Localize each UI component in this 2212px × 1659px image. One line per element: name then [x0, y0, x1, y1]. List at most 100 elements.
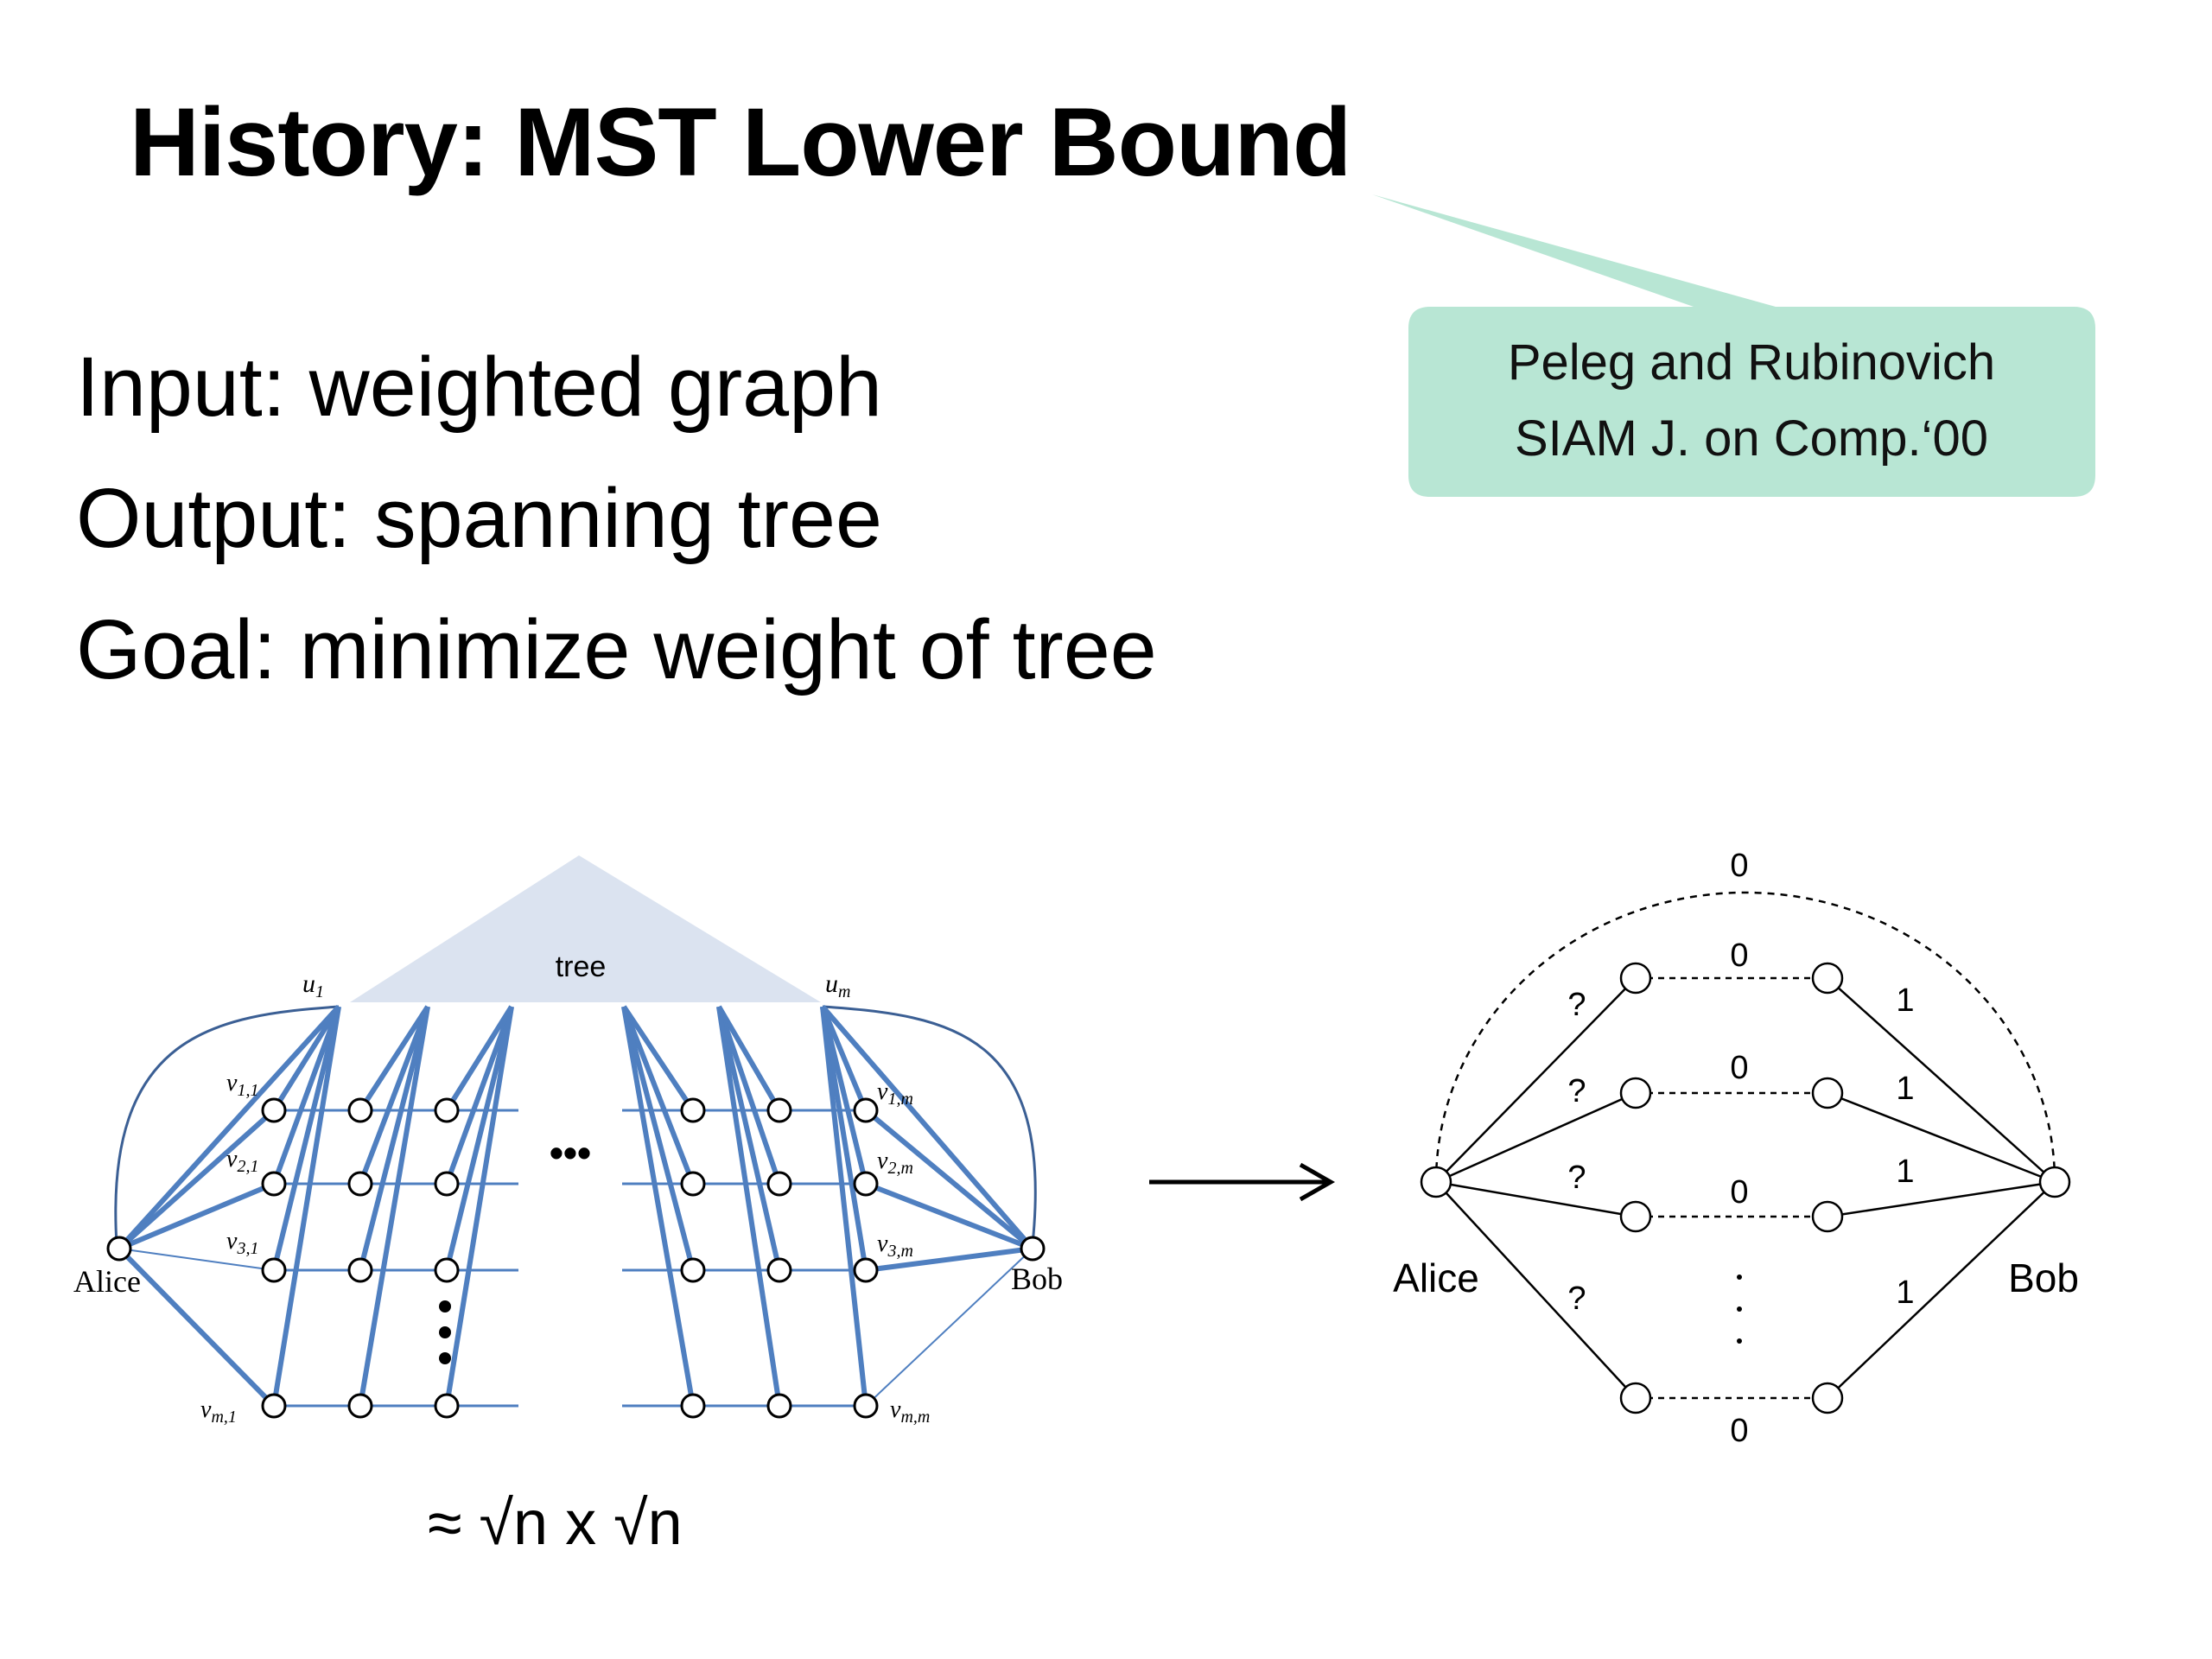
- vertical-dots: [1737, 1274, 1742, 1344]
- right-weight-4: 1: [1896, 1274, 1914, 1311]
- left-alice-label: Alice: [73, 1264, 141, 1299]
- bob-edge-3: [1827, 1181, 2056, 1399]
- tree-edge-317-1: [271, 1005, 341, 1185]
- grid-node-902-0: [766, 1097, 792, 1123]
- right-nodes: [1420, 962, 2071, 1414]
- bob-edge-2: [865, 1246, 1033, 1273]
- alice-edge-2: [118, 1248, 275, 1271]
- right-node-2: [1811, 1200, 1844, 1233]
- left-node-0: [1619, 962, 1652, 995]
- right-weight-1: 1: [1896, 982, 1914, 1019]
- bullet-output: Output: spanning tree: [76, 471, 882, 565]
- callout-line-1: Peleg and Rubinovich: [1507, 334, 1996, 391]
- tree-edge-1002-0: [820, 1005, 868, 1112]
- bullet-list: Input: weighted graph Output: spanning t…: [76, 321, 1157, 715]
- alice-edge-1: [118, 1181, 276, 1251]
- bob-edge-3: [865, 1248, 1033, 1407]
- bob-edge-1: [1827, 1091, 2056, 1184]
- tree-edge-417-2: [358, 1006, 430, 1271]
- bob-node: [1020, 1236, 1046, 1262]
- tree-edge-417-1: [358, 1005, 430, 1185]
- alice-node: [106, 1236, 132, 1262]
- grid-node-317-1: [261, 1171, 287, 1197]
- row4-weight: 0: [1730, 1413, 1748, 1449]
- arrow-head: [1299, 1162, 1336, 1202]
- tree-edge-517-2: [444, 1006, 514, 1271]
- grid-node-517-3: [434, 1393, 460, 1419]
- right-alice-label: Alice: [1393, 1255, 1479, 1300]
- left-edges: [117, 1004, 1035, 1408]
- right-bob-label: Bob: [2008, 1255, 2079, 1300]
- tree-edge-517-1: [444, 1005, 514, 1185]
- grid-node-902-2: [766, 1257, 792, 1283]
- left-node-1: [1619, 1077, 1652, 1109]
- right-weight-2: 1: [1896, 1071, 1914, 1107]
- grid-node-902-3: [766, 1393, 792, 1419]
- right-node-1: [1811, 1077, 1844, 1109]
- tree-edge-517-3: [444, 1006, 514, 1407]
- tree-edge-802-3: [621, 1006, 696, 1407]
- grid-node-317-0: [261, 1097, 287, 1123]
- tree-edge-802-2: [621, 1006, 696, 1271]
- left-node-2: [1619, 1200, 1652, 1233]
- tree-edge-802-1: [621, 1005, 696, 1185]
- grid-node-1002-3: [853, 1393, 879, 1419]
- um-label: um: [825, 969, 850, 1001]
- grid-node-417-3: [347, 1393, 373, 1419]
- grid-node-802-1: [680, 1171, 706, 1197]
- alice-u1-curve: [114, 1005, 340, 1245]
- bob-edge-0: [1827, 977, 2056, 1183]
- bob-node: [2038, 1166, 2071, 1198]
- v31-label: v3,1: [226, 1228, 258, 1258]
- bob-edge-1: [864, 1181, 1034, 1251]
- grid-node-1002-0: [853, 1097, 879, 1123]
- bob-edge-0: [864, 1108, 1034, 1251]
- alice-edge-0: [118, 1108, 276, 1251]
- bob-um-edge: [820, 1005, 1035, 1250]
- grid-node-417-2: [347, 1257, 373, 1283]
- right-weight-3: 1: [1896, 1154, 1914, 1190]
- grid-size-caption: ≈ √n x √n: [428, 1489, 683, 1558]
- grid-node-317-3: [261, 1393, 287, 1419]
- row3-weight: 0: [1730, 1174, 1748, 1211]
- citation-callout: Peleg and Rubinovich SIAM J. on Comp.‘00: [1412, 325, 2091, 477]
- grid-node-802-0: [680, 1097, 706, 1123]
- left-bob-label: Bob: [1011, 1262, 1063, 1296]
- v21-label: v2,1: [226, 1146, 258, 1176]
- bob-um-curve: [822, 1005, 1037, 1245]
- right-edges: [1435, 976, 2056, 1400]
- v11-label: v1,1: [226, 1070, 258, 1100]
- tree-edge-1002-3: [820, 1006, 868, 1407]
- grid-node-517-2: [434, 1257, 460, 1283]
- tree-edge-902-0: [716, 1005, 782, 1112]
- tree-edge-317-0: [271, 1005, 341, 1112]
- tree-edge-417-3: [358, 1006, 430, 1407]
- tree-triangle: [350, 855, 821, 1002]
- tree-edge-317-2: [271, 1006, 341, 1271]
- top-dashed-arc: [1434, 891, 2056, 1183]
- grid-node-517-1: [434, 1171, 460, 1197]
- grid-node-902-1: [766, 1171, 792, 1197]
- grid-node-802-3: [680, 1393, 706, 1419]
- grid-node-317-2: [261, 1257, 287, 1283]
- bob-edge-2: [1827, 1180, 2056, 1218]
- horizontal-ellipsis: •••: [550, 1130, 591, 1175]
- bullet-input: Input: weighted graph: [76, 340, 882, 434]
- alice-edge-3: [1435, 1181, 1637, 1399]
- v1m-label: v1,m: [877, 1078, 913, 1109]
- right-node-3: [1811, 1382, 1844, 1414]
- v3m-label: v3,m: [877, 1230, 913, 1261]
- row1-weight: 0: [1730, 938, 1748, 974]
- top-weight: 0: [1730, 848, 1748, 884]
- u1-label: u1: [302, 969, 324, 1001]
- vertical-ellipsis: [439, 1300, 451, 1364]
- left-weight-3: ?: [1567, 1160, 1586, 1196]
- left-nodes: [106, 1097, 1046, 1419]
- alice-edge-1: [1435, 1091, 1637, 1184]
- grid-node-1002-1: [853, 1171, 879, 1197]
- tree-edge-802-0: [621, 1005, 696, 1112]
- alice-edge-0: [1435, 977, 1637, 1183]
- bullet-goal: Goal: minimize weight of tree: [76, 602, 1157, 696]
- alice-edge-3: [117, 1246, 276, 1408]
